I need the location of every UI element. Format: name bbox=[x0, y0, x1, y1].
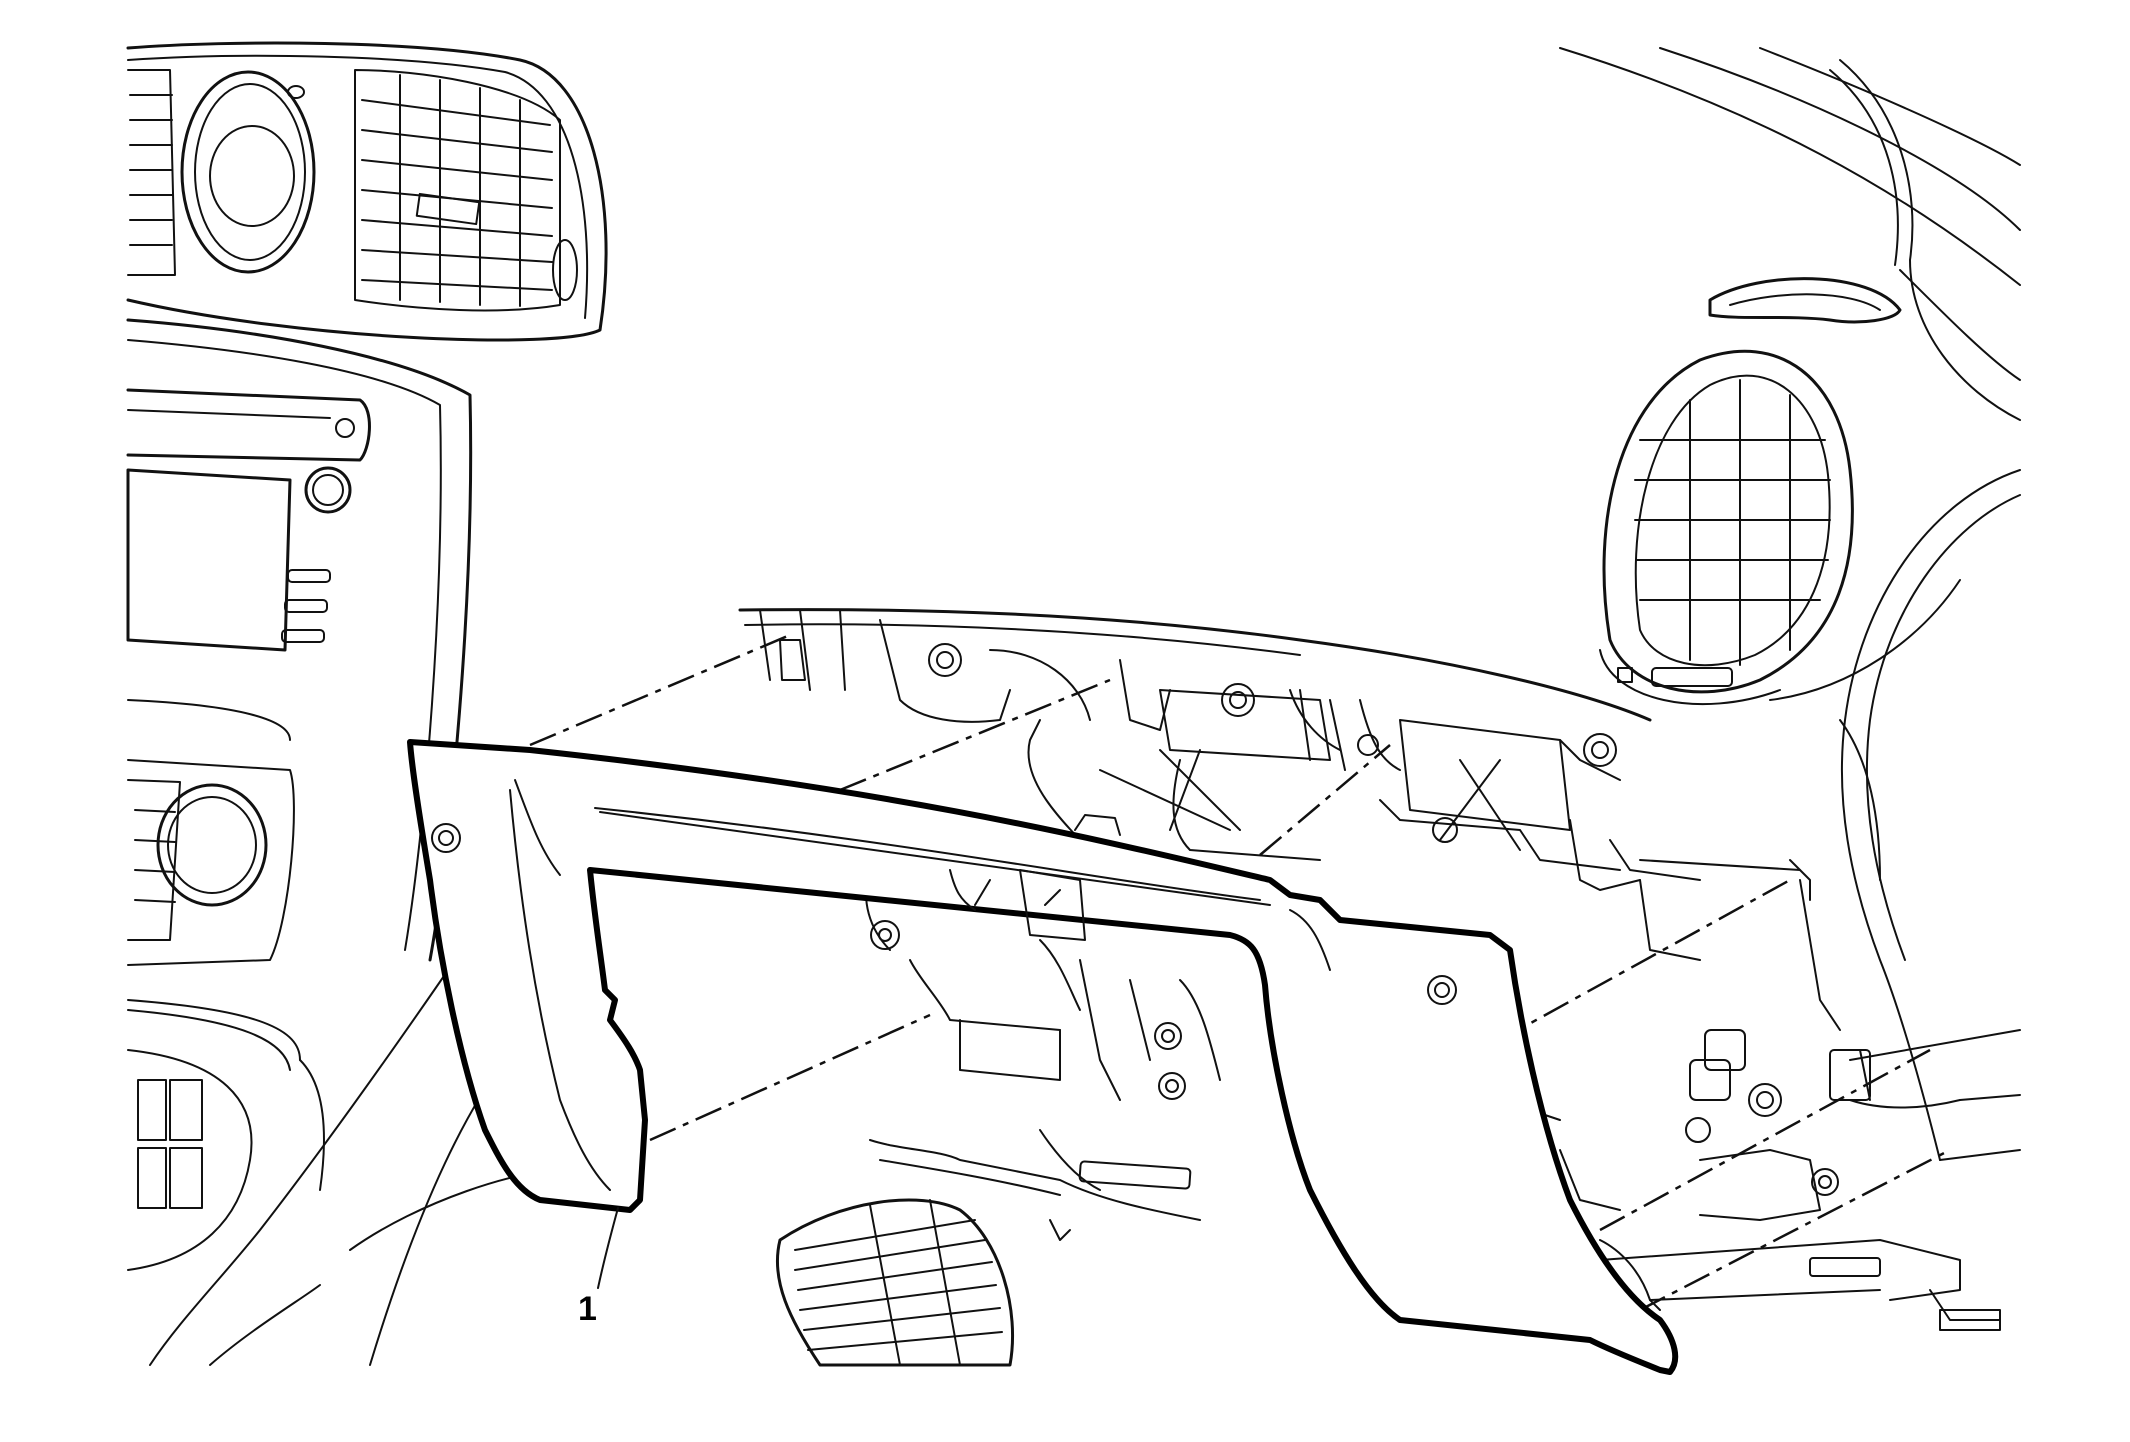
callout-1-label: 1 bbox=[578, 1290, 597, 1328]
climate-control-panel bbox=[127, 759, 295, 1271]
left-vent-slats bbox=[127, 69, 176, 276]
side-air-vent bbox=[1599, 277, 1961, 706]
accelerator-pedal bbox=[775, 1198, 1014, 1367]
right-vent-slats bbox=[354, 69, 578, 312]
dashboard-internal-structure bbox=[738, 608, 1811, 901]
steering-column-area bbox=[1839, 469, 2021, 1161]
center-vent-cluster bbox=[126, 41, 608, 342]
callout-1-leader bbox=[597, 1207, 619, 1289]
radio-head-unit bbox=[126, 318, 473, 962]
alignment-dashed-lines bbox=[529, 633, 1951, 1312]
dashboard-top-right bbox=[1559, 47, 2021, 421]
knee-bolster-trim-panel bbox=[407, 739, 1679, 1375]
round-speaker bbox=[180, 70, 316, 274]
lower-dash-assembly bbox=[865, 869, 2021, 1331]
